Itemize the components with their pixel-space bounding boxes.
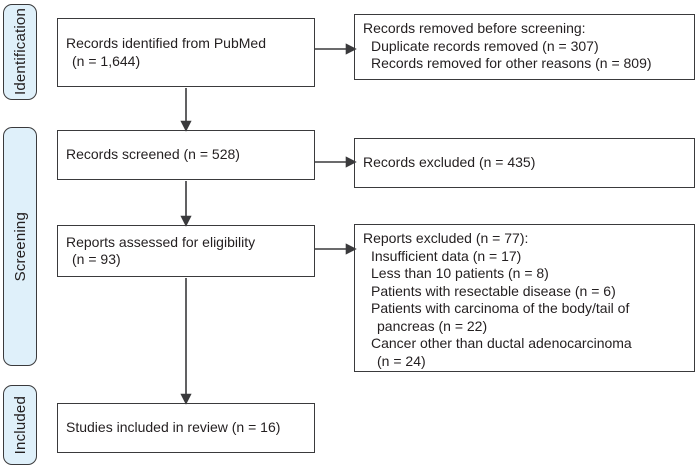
box-reports-assessed-line1: Reports assessed for eligibility [66, 233, 256, 250]
box-reports-excluded-line3: Less than 10 patients (n = 8) [371, 265, 549, 281]
stage-included: Included [3, 385, 37, 465]
stage-screening: Screening [3, 127, 37, 366]
stage-identification-label: Identification [11, 8, 29, 96]
box-reports-excluded-line1: Reports excluded (n = 77): [363, 230, 529, 246]
box-reports-excluded-line7: Cancer other than ductal adenocarcinoma [371, 335, 632, 351]
arrow-identified-to-screened [180, 88, 192, 132]
box-records-identified-line2: (n = 1,644) [72, 52, 141, 69]
arrow-screened-to-assessed [180, 181, 192, 227]
box-records-removed-line1: Records removed before screening: [363, 20, 586, 36]
box-studies-included: Studies included in review (n = 16) [57, 403, 315, 453]
box-reports-excluded-line6: pancreas (n = 22) [377, 317, 488, 334]
stage-screening-label: Screening [11, 211, 29, 282]
box-reports-assessed: Reports assessed for eligibility (n = 93… [57, 225, 315, 277]
box-reports-excluded-line5: Patients with carcinoma of the body/tail… [371, 300, 630, 316]
stage-identification: Identification [3, 4, 37, 100]
box-records-excluded-line1: Records excluded (n = 435) [363, 154, 536, 171]
box-records-removed-line2: Duplicate records removed (n = 307) [371, 37, 599, 54]
box-records-removed: Records removed before screening: Duplic… [354, 14, 695, 80]
box-records-excluded: Records excluded (n = 435) [354, 138, 695, 188]
box-records-screened-line1: Records screened (n = 528) [66, 146, 240, 163]
box-reports-assessed-line2: (n = 93) [72, 251, 121, 267]
arrow-screened-to-excluded [315, 156, 357, 168]
box-reports-excluded-line8: (n = 24) [377, 352, 426, 369]
box-reports-excluded: Reports excluded (n = 77): Insufficient … [354, 224, 695, 372]
stage-included-label: Included [11, 395, 29, 455]
arrow-assessed-to-included [180, 278, 192, 405]
box-records-removed-line3: Records removed for other reasons (n = 8… [371, 55, 652, 71]
arrow-identified-to-removed [315, 43, 357, 55]
box-reports-excluded-line4: Patients with resectable disease (n = 6) [371, 282, 616, 299]
box-records-screened: Records screened (n = 528) [57, 130, 315, 180]
arrow-assessed-to-reports-excluded [315, 243, 357, 255]
box-records-identified-line1: Records identified from PubMed [66, 35, 266, 51]
box-reports-excluded-line2: Insufficient data (n = 17) [371, 247, 522, 264]
box-studies-included-line1: Studies included in review (n = 16) [66, 419, 281, 436]
box-records-identified: Records identified from PubMed (n = 1,64… [57, 18, 315, 87]
